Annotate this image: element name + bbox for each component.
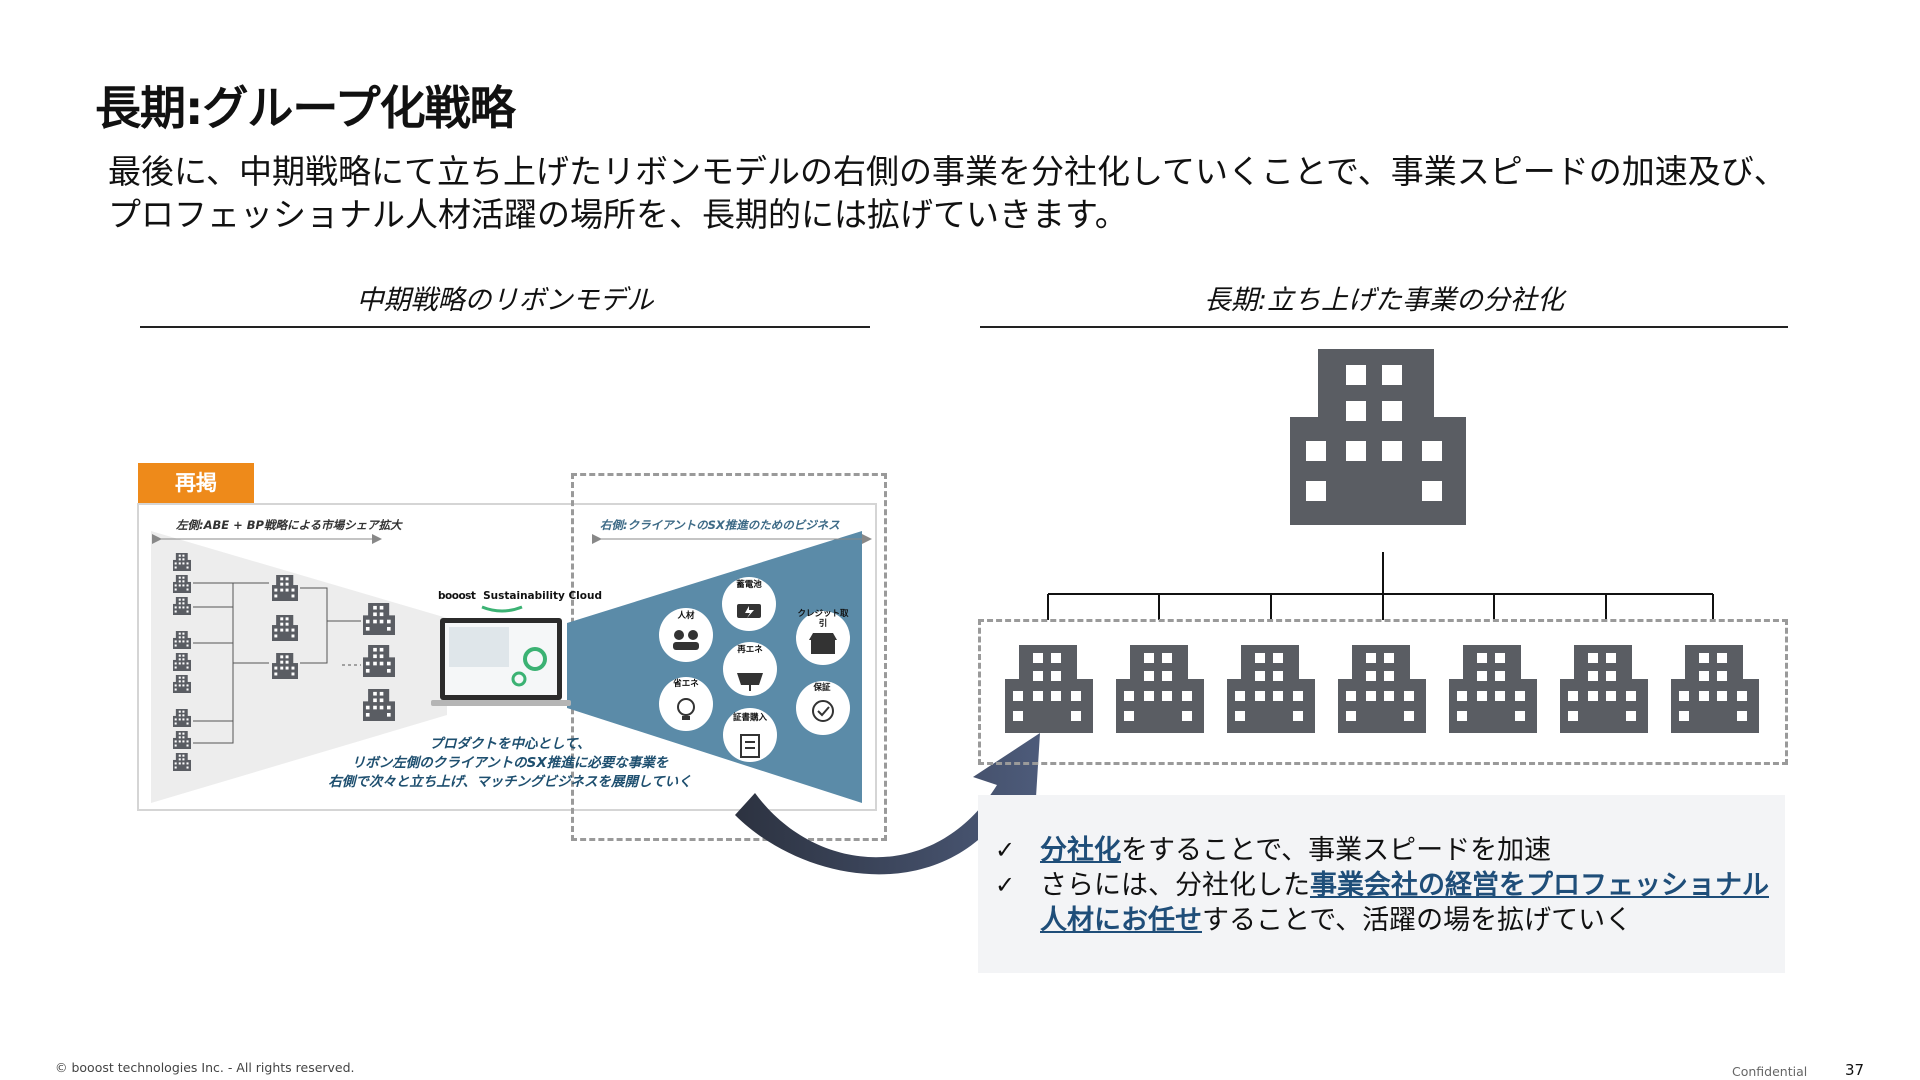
tag-certificate-purchase: 証書購入 <box>732 713 767 723</box>
page-title: 長期:グループ化戦略 <box>95 81 516 135</box>
ribbon-diagram <box>151 531 872 803</box>
laptop-product <box>431 605 571 706</box>
bullet-professionals: ✓ さらには、分社化した事業会社の経営をプロフェッショナル人材にお任せすることで… <box>995 868 1785 938</box>
subsidiary-icon <box>1227 645 1315 733</box>
spin-off-arrow <box>735 733 1040 875</box>
right-section-rule <box>980 326 1788 328</box>
ribbon-desc-line-3: 右側で次々と立ち上げ、マッチングビジネスを展開していく <box>328 774 692 790</box>
subsidiary-icon <box>1560 645 1648 733</box>
highlight-professional-management: 事業会社の経営をプロフェッショナル人材にお任せ <box>1040 870 1769 936</box>
tag-energy-saving: 省エネ <box>673 679 699 689</box>
subsidiary-icon <box>1005 645 1093 733</box>
business-circles <box>659 577 850 762</box>
spin-off-benefits-box <box>978 795 1785 973</box>
tag-guarantee: 保証 <box>813 683 831 693</box>
subsidiary-icon <box>1449 645 1537 733</box>
right-section-title: 長期:立ち上げた事業の分社化 <box>1203 285 1565 316</box>
check-icon: ✓ <box>995 836 1016 864</box>
brand-logo: booost <box>438 590 476 602</box>
subsidiary-icon <box>1671 645 1759 733</box>
left-side-label: 左側:ABE + BP戦略による市場シェア拡大 <box>176 518 402 532</box>
bullet-speed: ✓ 分社化をすることで、事業スピードを加速 <box>995 833 1785 868</box>
left-funnel-shape <box>151 531 447 803</box>
org-tree-lines <box>1047 552 1714 620</box>
page-number: 37 <box>1845 1061 1865 1079</box>
ribbon-desc-line-2: リボン左側のクライアントのSX推進に必要な事業を <box>351 755 669 771</box>
tag-renewable-energy: 再エネ <box>737 645 763 655</box>
check-icon: ✓ <box>995 871 1016 899</box>
tag-battery: 蓄電池 <box>736 580 762 590</box>
left-section-title: 中期戦略のリボンモデル <box>356 285 654 316</box>
copyright-footer: © booost technologies Inc. - All rights … <box>55 1060 355 1075</box>
parent-company-icon <box>1290 349 1466 525</box>
right-side-label: 右側:クライアントのSX推進のためのビジネス <box>600 518 840 532</box>
lead-line-2: プロフェッショナル人材活躍の場所を、長期的には拡げていきます。 <box>108 195 1128 234</box>
product-brand: booost Sustainability Cloud <box>438 590 602 602</box>
highlight-spin-off: 分社化 <box>1040 835 1121 866</box>
right-fan-shape <box>567 531 862 803</box>
bullet2-text: することで、活躍の場を拡げていく <box>1202 905 1633 936</box>
subsidiaries-dashed-frame <box>978 619 1788 765</box>
bullet2-prefix: さらには、分社化した <box>1040 870 1310 901</box>
confidential-label: Confidential <box>1732 1064 1808 1079</box>
benefit-bullets: ✓ 分社化をすることで、事業スピードを加速 ✓ さらには、分社化した事業会社の経… <box>995 833 1785 938</box>
left-section-rule <box>140 326 870 328</box>
subsidiary-icon <box>1116 645 1204 733</box>
building-tree-left <box>173 553 395 771</box>
ribbon-description: プロダクトを中心として、 リボン左側のクライアントのSX推進に必要な事業を 右側… <box>290 735 730 792</box>
bullet1-text: をすることで、事業スピードを加速 <box>1121 835 1552 866</box>
ribbon-desc-line-1: プロダクトを中心として、 <box>429 736 591 752</box>
subsidiary-companies-row <box>1005 645 1759 733</box>
lead-text: 最後に、中期戦略にて立ち上げたリボンモデルの右側の事業を分社化していくことで、事… <box>108 150 1888 236</box>
tag-credit-trading: クレジット取引 <box>797 609 849 629</box>
product-name: Sustainability Cloud <box>483 590 602 602</box>
subsidiary-icon <box>1338 645 1426 733</box>
tag-human-resources: 人材 <box>677 611 695 621</box>
repost-badge: 再掲 <box>138 463 254 503</box>
lead-line-1: 最後に、中期戦略にて立ち上げたリボンモデルの右側の事業を分社化していくことで、事… <box>108 152 1787 191</box>
